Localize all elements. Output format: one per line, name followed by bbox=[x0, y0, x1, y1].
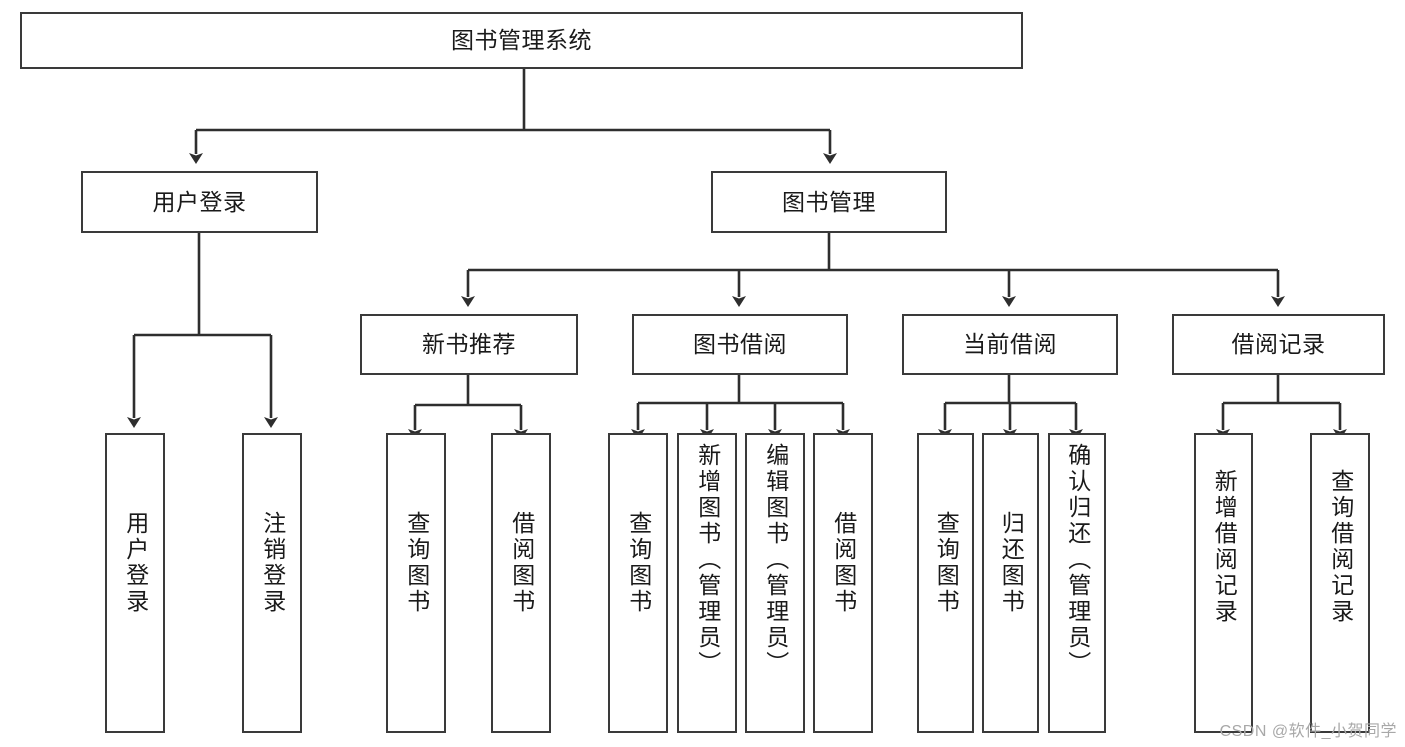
csdn-watermark: CSDN @软件_小贺同学 bbox=[1219, 723, 1397, 740]
leaf-book-borrow-query-books[interactable]: 查询图书 bbox=[608, 433, 668, 733]
leaf-borrow-record-query-record[interactable]: 查询借阅记录 bbox=[1310, 433, 1370, 733]
node-new-book-recommendation[interactable]: 新书推荐 bbox=[360, 314, 578, 375]
node-book-borrowing[interactable]: 图书借阅 bbox=[632, 314, 848, 375]
node-label: 查询图书 bbox=[625, 511, 652, 615]
node-label: 查询图书 bbox=[933, 511, 960, 615]
node-borrowing-record[interactable]: 借阅记录 bbox=[1172, 314, 1385, 375]
leaf-book-borrow-borrow-books[interactable]: 借阅图书 bbox=[813, 433, 873, 733]
node-user-login[interactable]: 用户登录 bbox=[81, 171, 318, 233]
node-label: 图书管理系统 bbox=[451, 27, 592, 54]
node-root-book-management-system[interactable]: 图书管理系统 bbox=[20, 12, 1023, 69]
node-label: 查询图书 bbox=[403, 511, 430, 615]
node-label: 新书推荐 bbox=[422, 331, 516, 358]
node-label: 借阅记录 bbox=[1231, 331, 1326, 358]
node-label: 图书管理 bbox=[782, 188, 876, 215]
leaf-book-borrow-add-book-admin[interactable]: 新增图书（管理员） bbox=[677, 433, 737, 733]
leaf-user-login-signout[interactable]: 注销登录 bbox=[242, 433, 302, 733]
node-label: 新增图书（管理员） bbox=[694, 443, 721, 677]
leaf-new-book-query-books[interactable]: 查询图书 bbox=[386, 433, 446, 733]
node-label: 图书借阅 bbox=[693, 331, 787, 358]
leaf-current-borrow-query-books[interactable]: 查询图书 bbox=[917, 433, 974, 733]
node-label: 新增借阅记录 bbox=[1211, 469, 1238, 625]
node-current-borrowing[interactable]: 当前借阅 bbox=[902, 314, 1118, 375]
leaf-book-borrow-edit-book-admin[interactable]: 编辑图书（管理员） bbox=[745, 433, 805, 733]
node-book-management[interactable]: 图书管理 bbox=[711, 171, 947, 233]
node-label: 用户登录 bbox=[152, 188, 247, 215]
node-label: 查询借阅记录 bbox=[1327, 469, 1354, 625]
node-label: 编辑图书（管理员） bbox=[762, 443, 789, 677]
node-label: 借阅图书 bbox=[830, 511, 857, 615]
node-label: 确认归还（管理员） bbox=[1064, 443, 1091, 677]
node-label: 归还图书 bbox=[998, 511, 1025, 615]
leaf-user-login-signin[interactable]: 用户登录 bbox=[105, 433, 165, 733]
leaf-current-borrow-return-books[interactable]: 归还图书 bbox=[982, 433, 1039, 733]
leaf-borrow-record-add-record[interactable]: 新增借阅记录 bbox=[1194, 433, 1253, 733]
node-label: 用户登录 bbox=[122, 511, 149, 615]
leaf-current-borrow-confirm-return-admin[interactable]: 确认归还（管理员） bbox=[1048, 433, 1106, 733]
node-label: 注销登录 bbox=[259, 511, 286, 615]
node-label: 当前借阅 bbox=[963, 331, 1057, 358]
node-label: 借阅图书 bbox=[508, 511, 535, 615]
leaf-new-book-borrow-books[interactable]: 借阅图书 bbox=[491, 433, 551, 733]
